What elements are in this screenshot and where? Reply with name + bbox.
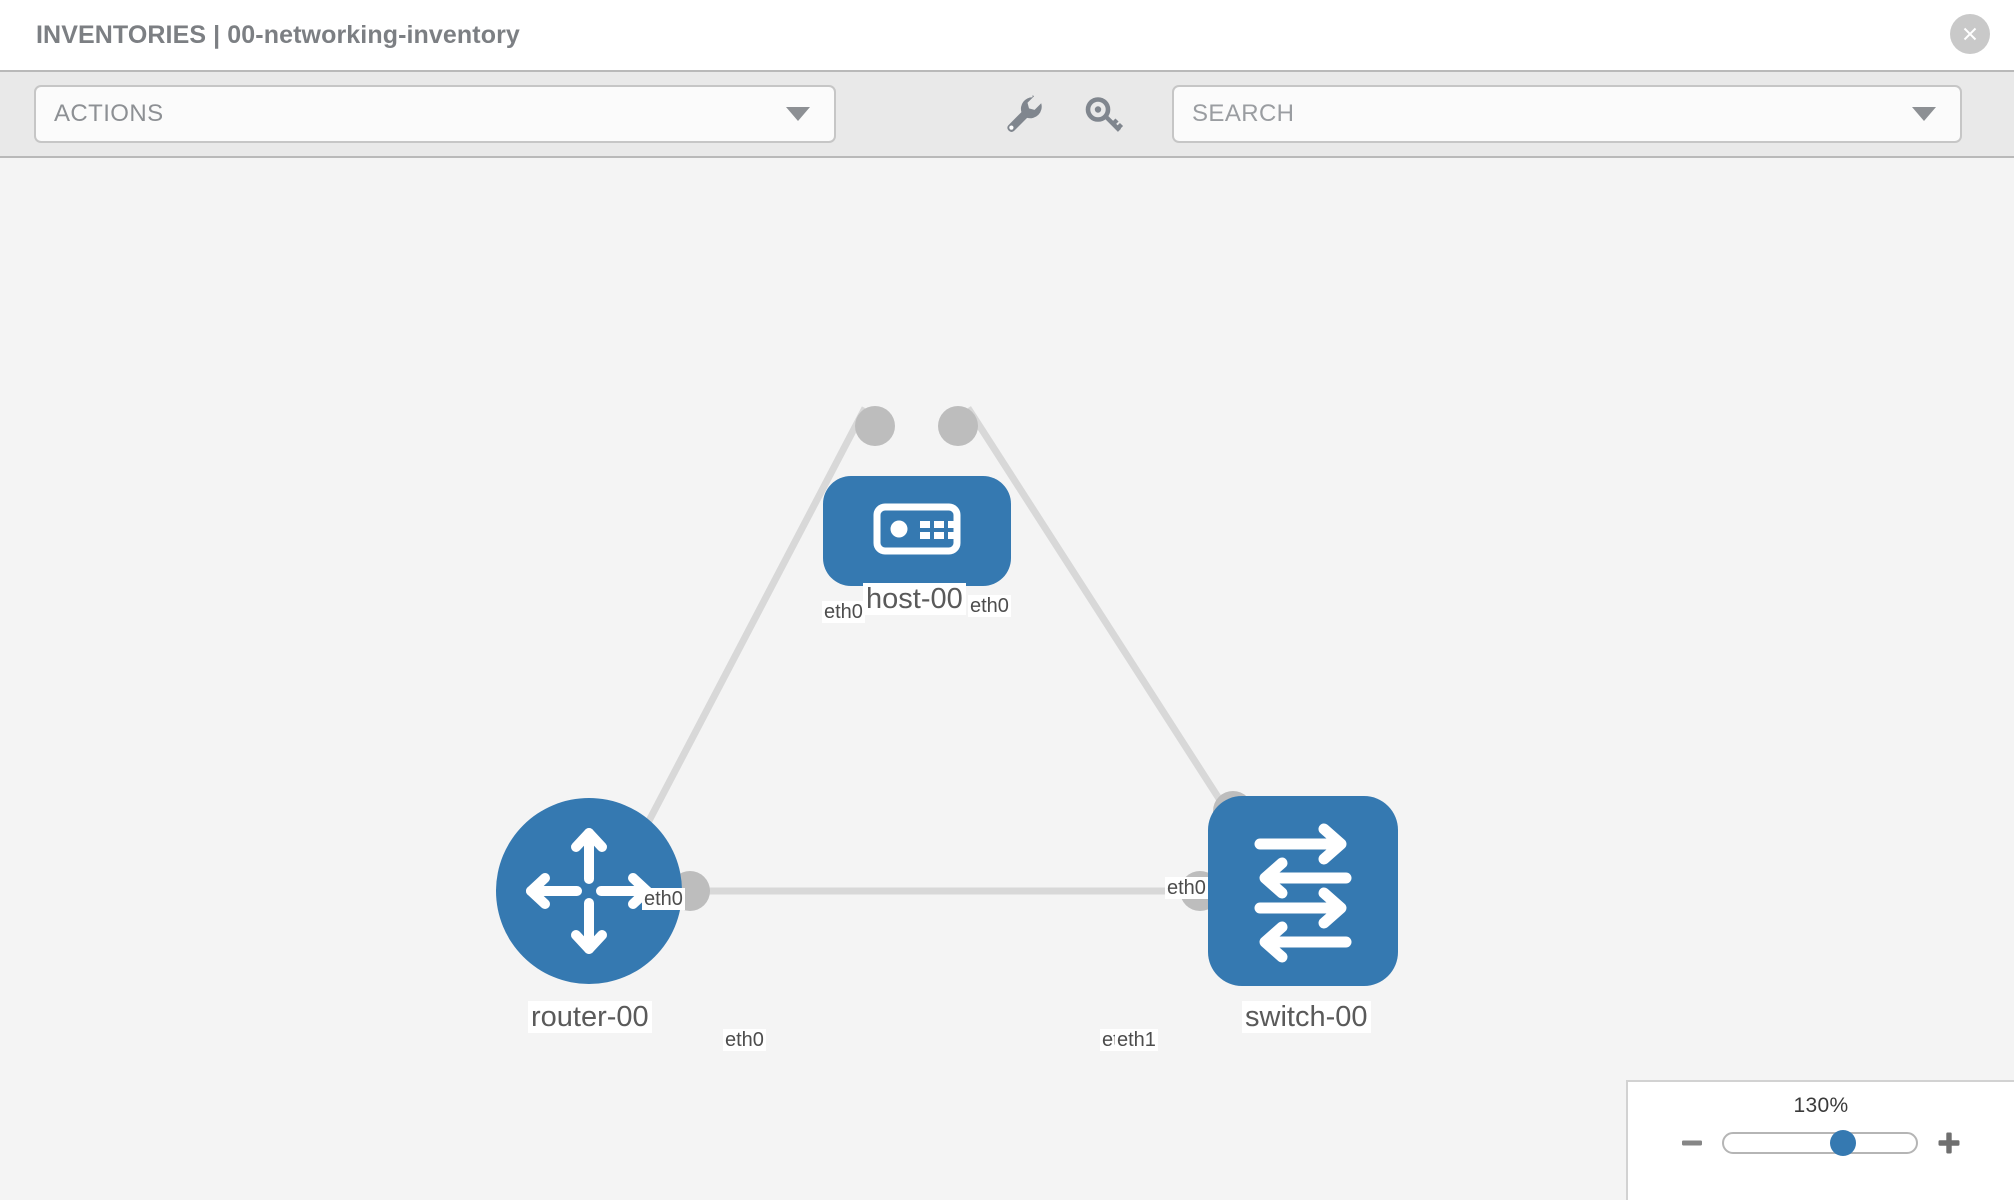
edge-host-switch[interactable] <box>965 406 1246 838</box>
minus-icon[interactable] <box>1680 1131 1704 1155</box>
key-icon[interactable] <box>1084 93 1126 135</box>
node-label-switch-00: switch-00 <box>1242 1001 1371 1034</box>
node-router-00[interactable] <box>496 798 682 984</box>
chevron-down-icon[interactable] <box>1912 107 1936 121</box>
node-label-host-00: host-00 <box>863 583 966 616</box>
node-switch-00[interactable] <box>1208 796 1398 986</box>
node-label-router-00: router-00 <box>528 1001 652 1034</box>
edge-host-router[interactable] <box>636 406 869 840</box>
port-host-right[interactable] <box>938 406 978 446</box>
zoom-level-value: 130% <box>1793 1094 1849 1117</box>
search-input[interactable]: SEARCH <box>1172 85 1962 143</box>
search-placeholder: SEARCH <box>1192 100 1295 127</box>
topology-edges <box>636 406 1246 895</box>
topology-canvas[interactable]: host-00 router-00 switch-00 eth0 eth0 et… <box>0 158 2014 1200</box>
zoom-slider-row <box>1628 1130 2014 1156</box>
chevron-down-icon <box>786 107 810 121</box>
toolbar-icon-group <box>1002 93 1126 135</box>
page-title: INVENTORIES | 00-networking-inventory <box>36 20 520 49</box>
topology-graph <box>496 406 1398 986</box>
port-label-host-right: eth0 <box>968 595 1011 618</box>
port-label-router-uplink: eth0 <box>642 888 685 911</box>
actions-dropdown-label: ACTIONS <box>54 100 164 127</box>
zoom-slider-thumb[interactable] <box>1830 1130 1857 1156</box>
close-icon[interactable] <box>1950 14 1990 54</box>
port-host-left[interactable] <box>855 406 895 446</box>
port-label-router-right: eth0 <box>723 1029 766 1052</box>
zoom-control-panel: 130% <box>1626 1080 2014 1200</box>
node-host-00[interactable] <box>823 476 1011 586</box>
page-header: INVENTORIES | 00-networking-inventory <box>0 0 2014 70</box>
wrench-icon[interactable] <box>1002 93 1044 135</box>
toolbar: ACTIONS SEARCH <box>0 70 2014 158</box>
port-label-host-left: eth0 <box>822 601 865 624</box>
zoom-slider[interactable] <box>1722 1130 1918 1156</box>
actions-dropdown[interactable]: ACTIONS <box>34 85 836 143</box>
port-label-switch-left: eth1 <box>1115 1029 1158 1052</box>
port-label-switch-uplink: eth0 <box>1165 877 1208 900</box>
plus-icon[interactable] <box>1936 1130 1962 1156</box>
